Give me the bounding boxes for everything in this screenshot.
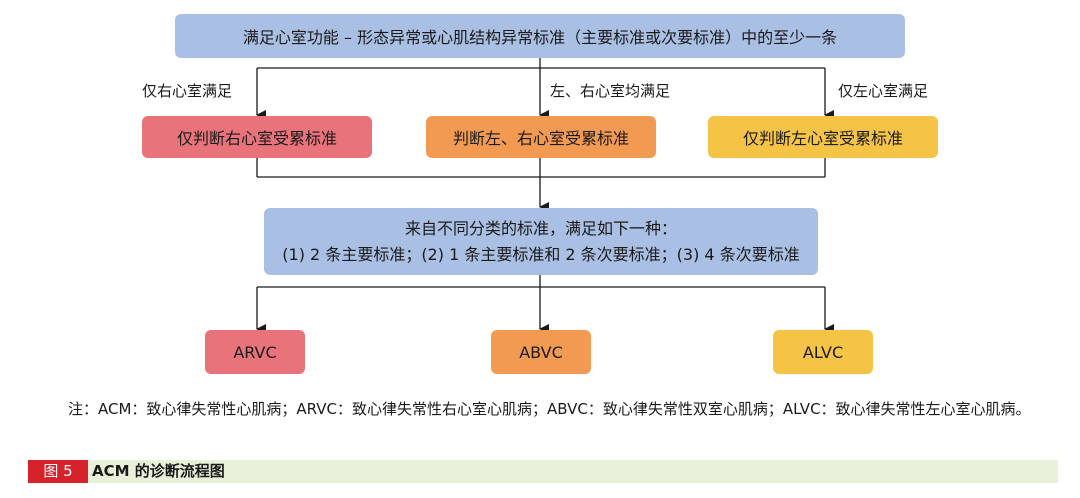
arvc-box: ARVC (205, 330, 305, 374)
alvc-box: ALVC (773, 330, 873, 374)
branch-label-right-only: 仅右心室满足 (142, 82, 233, 100)
figure-note: 注：ACM：致心律失常性心肌病；ARVC：致心律失常性右心室心肌病；ABVC：致… (68, 400, 1031, 418)
branch-label-both: 左、右心室均满足 (550, 82, 671, 100)
combined-criteria-box: 来自不同分类的标准，满足如下一种： (1) 2 条主要标准；(2) 1 条主要标… (264, 208, 818, 275)
caption-bar (28, 460, 1058, 483)
left-criteria-box: 仅判断左心室受累标准 (708, 116, 938, 158)
left-criteria-text: 仅判断左心室受累标准 (742, 129, 903, 148)
figure-title: ACM 的诊断流程图 (92, 462, 225, 480)
combined-criteria-line2: (1) 2 条主要标准；(2) 1 条主要标准和 2 条次要标准；(3) 4 条… (282, 244, 800, 264)
arvc-text: ARVC (233, 342, 277, 362)
right-criteria-text: 仅判断右心室受累标准 (176, 129, 337, 148)
alvc-text: ALVC (802, 342, 844, 362)
abvc-box: ABVC (491, 330, 591, 374)
combined-criteria-line1: 来自不同分类的标准，满足如下一种： (404, 218, 677, 238)
abvc-text: ABVC (519, 342, 563, 362)
top-condition-text: 满足心室功能 – 形态异常或心肌结构异常标准（主要标准或次要标准）中的至少一条 (242, 28, 838, 47)
branch-label-left-only: 仅左心室满足 (838, 82, 929, 100)
right-criteria-box: 仅判断右心室受累标准 (142, 116, 372, 158)
both-criteria-box: 判断左、右心室受累标准 (426, 116, 656, 158)
figure-number-label: 图 5 (28, 460, 88, 483)
both-criteria-text: 判断左、右心室受累标准 (452, 129, 629, 148)
top-condition-box: 满足心室功能 – 形态异常或心肌结构异常标准（主要标准或次要标准）中的至少一条 (175, 14, 905, 58)
